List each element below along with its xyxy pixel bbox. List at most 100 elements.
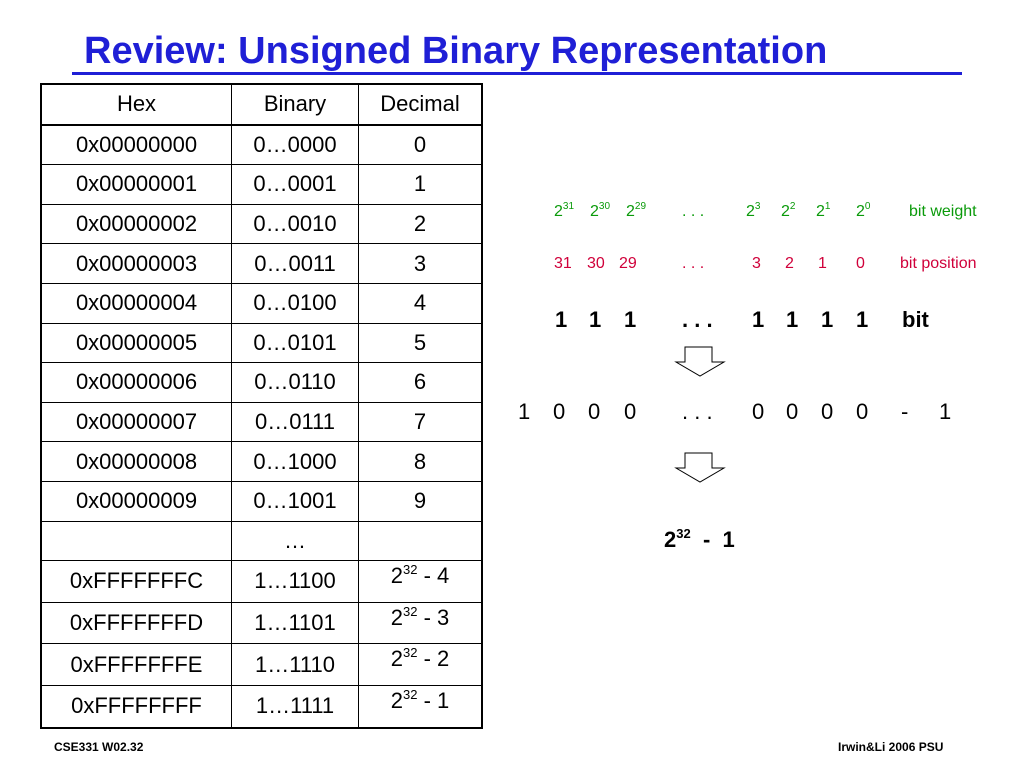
power-base: 2 — [390, 687, 403, 713]
binary-cell: 0…0010 — [231, 203, 359, 245]
power-exponent: 32 — [402, 645, 418, 661]
bit-position: 0 — [856, 255, 865, 272]
decimal-cell: 5 — [358, 322, 483, 364]
bit-weight: 231 — [554, 201, 574, 221]
decimal-cell: 2 — [358, 203, 483, 245]
bit-value: 1 — [821, 307, 834, 332]
down-arrow-icon — [674, 452, 726, 483]
bit-value: 1 — [752, 307, 765, 332]
hex-cell: 0x00000008 — [40, 441, 232, 482]
footer-course: CSE331 W02.32 — [54, 740, 144, 754]
hex-cell: 0xFFFFFFFD — [40, 601, 232, 645]
power-exponent: 0 — [864, 201, 871, 212]
binary-cell: 0…1000 — [231, 441, 359, 482]
power-offset: - 2 — [417, 646, 450, 672]
bit-label: bit — [902, 307, 929, 332]
decimal-cell: 6 — [358, 362, 483, 403]
power-exponent: 30 — [598, 201, 611, 212]
hex-cell — [40, 520, 232, 562]
power-exponent: 1 — [824, 201, 831, 212]
sum-digit: - — [901, 399, 909, 424]
sum-digit: 0 — [786, 399, 799, 424]
sum-digit: 0 — [553, 399, 566, 424]
binary-cell: 1…1111 — [231, 684, 359, 729]
sum-digit: 0 — [856, 399, 869, 424]
bit-position-label: bit position — [900, 255, 977, 272]
power-exponent: 2 — [789, 201, 796, 212]
binary-cell: 0…0110 — [231, 362, 359, 403]
decimal-cell: 8 — [358, 441, 483, 482]
power-offset: - 1 — [690, 527, 735, 552]
sum-digit: 0 — [588, 399, 601, 424]
hex-cell: 0x00000005 — [40, 322, 232, 364]
power-exponent: 32 — [676, 526, 691, 541]
column-header: Hex — [40, 83, 232, 126]
power-base: 2 — [390, 604, 403, 630]
down-arrow-icon — [674, 346, 726, 377]
bit-position: . . . — [682, 255, 705, 272]
binary-cell: 1…1100 — [231, 560, 359, 603]
bit-weight: 23 — [746, 201, 760, 221]
hex-cell: 0x00000000 — [40, 124, 232, 166]
power-base: 2 — [781, 203, 790, 220]
hex-cell: 0x00000002 — [40, 203, 232, 245]
binary-cell: 0…0100 — [231, 282, 359, 324]
bit-position: 1 — [818, 255, 827, 272]
binary-cell: 0…0111 — [231, 401, 359, 443]
power-base: 2 — [746, 203, 755, 220]
power-base: 2 — [390, 646, 403, 672]
binary-cell: 0…0000 — [231, 124, 359, 166]
decimal-cell: 232 - 1 — [358, 684, 483, 729]
bit-position: 3 — [752, 255, 761, 272]
power-base: 2 — [554, 203, 563, 220]
hex-cell: 0x00000001 — [40, 164, 232, 205]
bit-weight: 230 — [590, 201, 611, 221]
table-row: … — [40, 520, 483, 562]
binary-cell: 0…0101 — [231, 322, 359, 364]
title-underline — [72, 72, 962, 75]
column-header: Decimal — [358, 83, 483, 126]
sum-digit: 1 — [939, 399, 952, 424]
power-exponent: 32 — [402, 686, 418, 702]
sum-digit: 0 — [752, 399, 765, 424]
bit-position: 29 — [619, 255, 637, 272]
hex-cell: 0x00000003 — [40, 243, 232, 284]
binary-cell: 1…1101 — [231, 601, 359, 645]
bit-weight: 229 — [626, 201, 646, 221]
power-base: 2 — [816, 203, 825, 220]
bit-value: 1 — [589, 307, 602, 332]
footer-credit: Irwin&Li 2006 PSU — [838, 740, 944, 754]
binary-cell: 1…1110 — [231, 643, 359, 686]
hex-cell: 0x00000004 — [40, 282, 232, 324]
hex-cell: 0x00000006 — [40, 362, 232, 403]
power-exponent: 32 — [402, 603, 418, 619]
binary-cell: 0…0001 — [231, 164, 359, 205]
decimal-cell — [358, 520, 483, 562]
bit-position: 2 — [785, 255, 794, 272]
power-base: 2 — [856, 203, 865, 220]
power-base: 2 — [390, 563, 403, 589]
power-base: 2 — [590, 203, 599, 220]
bit-value: . . . — [682, 307, 713, 332]
hex-cell: 0xFFFFFFFC — [40, 560, 232, 603]
decimal-cell: 4 — [358, 282, 483, 324]
hex-cell: 0x00000009 — [40, 480, 232, 522]
bit-position: 31 — [554, 255, 572, 272]
slide-title: Review: Unsigned Binary Representation — [84, 30, 828, 72]
power-offset: - 4 — [417, 563, 450, 589]
decimal-cell: 1 — [358, 164, 483, 205]
bit-value: 1 — [624, 307, 637, 332]
